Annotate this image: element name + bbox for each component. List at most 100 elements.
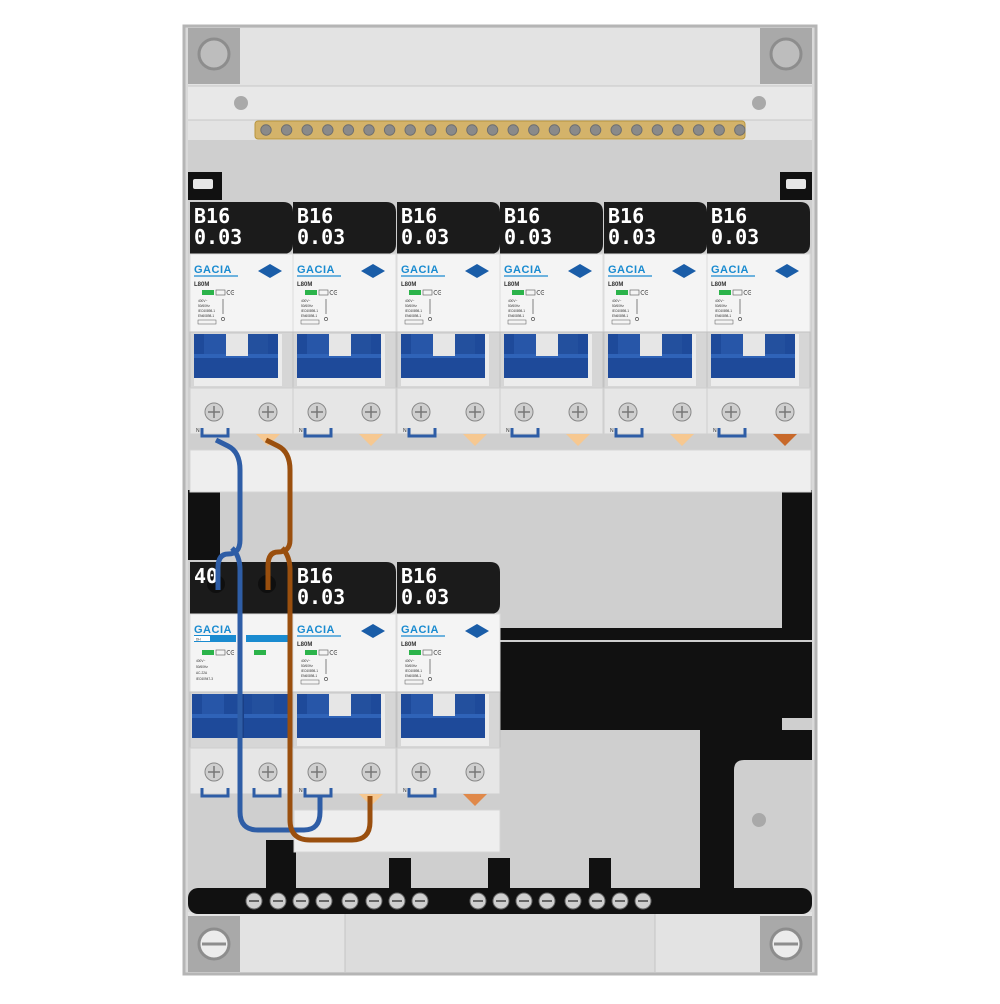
cert-icon (525, 289, 536, 296)
busbar-screw (569, 124, 581, 136)
brand-logo: GACIA (297, 624, 335, 636)
status-indicator (409, 290, 421, 295)
brand-diamond-icon (361, 624, 385, 638)
rcbo-module[interactable]: B160.03GACIAL80M400V~50/60HzIEC60898-1EN… (292, 562, 397, 806)
busbar-screw (301, 124, 313, 136)
busbar-screw (528, 124, 540, 136)
rcbo-module[interactable]: B160.03GACIAL80M400V~50/60HzIEC60898-1EN… (396, 562, 501, 806)
brand-logo: GACIA (504, 264, 542, 276)
rating-label: B16 (401, 204, 437, 228)
sensitivity-label: 0.03 (297, 585, 345, 609)
wires (214, 437, 373, 843)
spec-text: 400V~ (405, 299, 414, 303)
corner-screw-top-left (188, 28, 240, 84)
rcbo-module[interactable]: B160.03GACIAL80M400V~50/60HzIEC60898-1EN… (292, 202, 397, 446)
busbar-screw (713, 124, 725, 136)
spec-text: IEC60898-1 (405, 669, 422, 673)
spec-text: IEC60947-3 (196, 677, 213, 681)
spec-text: 50/60Hz (198, 304, 210, 308)
busbar-screw (486, 124, 499, 136)
busbar-screw (383, 124, 396, 136)
spec-text: IEC60898-1 (405, 309, 422, 313)
rcbo-module[interactable]: B160.03GACIAL80M400V~50/60HzIEC60898-1EN… (499, 202, 604, 446)
side-rail-right-lower (782, 490, 812, 640)
cable-cover-top (189, 449, 812, 493)
terminal-strip (188, 840, 812, 914)
label-plate (397, 562, 500, 614)
cert-icon (732, 289, 743, 296)
spec-text: EN60898-1 (301, 314, 317, 318)
brand-logo: GACIA (194, 624, 232, 636)
spec-text: 400V~ (508, 299, 517, 303)
brand-diamond-icon (361, 264, 385, 278)
label-plate (190, 202, 293, 254)
cert-icon (215, 289, 226, 296)
brand-logo: GACIA (401, 264, 439, 276)
brand-diamond-icon (465, 624, 489, 638)
neutral-mark: N (403, 788, 407, 794)
spec-text: EN60898-1 (715, 314, 731, 318)
cert-icon (318, 649, 329, 656)
busbar-screw (322, 124, 334, 136)
busbar-screw (342, 124, 355, 136)
busbar-screw (404, 124, 416, 136)
rcbo-module[interactable]: B160.03GACIAL80M400V~50/60HzIEC60898-1EN… (603, 202, 708, 446)
ce-mark-icon (226, 650, 235, 655)
brand-logo: GACIA (297, 264, 335, 276)
model-label: L80M (608, 282, 623, 288)
rcbo-module[interactable]: B160.03GACIAL80M400V~50/60HzIEC60898-1EN… (189, 202, 294, 446)
rating-label: B16 (297, 564, 333, 588)
rcbo-module[interactable]: B160.03GACIAL80M400V~50/60HzIEC60898-1EN… (706, 202, 811, 446)
sensitivity-label: 0.03 (711, 225, 759, 249)
phase-clamp (463, 434, 487, 446)
status-indicator (512, 290, 524, 295)
rcbo-module[interactable]: B160.03GACIAL80M400V~50/60HzIEC60898-1EN… (396, 202, 501, 446)
status-indicator (719, 290, 731, 295)
spec-text: 400V~ (198, 299, 207, 303)
spec-text: 50/60Hz (715, 304, 727, 308)
busbar-screw (692, 124, 705, 136)
status-indicator (409, 650, 421, 655)
busbar-screw (651, 124, 664, 136)
spec-text: EN60898-1 (508, 314, 524, 318)
spec-text: 50/60Hz (301, 304, 313, 308)
spec-text: 400V~ (405, 659, 414, 663)
spec-text: EN60898-1 (198, 314, 214, 318)
status-indicator (254, 650, 266, 655)
status-indicator (202, 650, 214, 655)
cert-icon (318, 289, 329, 296)
cert-icon (629, 289, 640, 296)
spec-text: 50/60Hz (612, 304, 624, 308)
sensitivity-label: 0.03 (297, 225, 345, 249)
brand-logo: GACIA (194, 264, 232, 276)
mounting-hole (752, 813, 766, 827)
mounting-hole (752, 96, 766, 110)
corner-screw-top-right (760, 28, 812, 84)
status-indicator (305, 650, 317, 655)
cable-cover-bottom (293, 809, 501, 853)
label-plate (293, 562, 396, 614)
sensitivity-label: 0.03 (608, 225, 656, 249)
spec-text: 400V~ (612, 299, 621, 303)
mounting-hole (234, 96, 248, 110)
spec-text: IEC60898-1 (301, 309, 318, 313)
spec-text: 400V~ (196, 659, 205, 663)
brand-diamond-icon (258, 264, 282, 278)
phase-clamp (463, 794, 487, 806)
neutral-mark: N (196, 428, 200, 434)
rating-label: B16 (711, 204, 747, 228)
phase-clamp (359, 434, 383, 446)
status-indicator (202, 290, 214, 295)
neutral-mark: N (713, 428, 717, 434)
corner-screw-bottom-left (188, 916, 240, 972)
spec-text: AC-22A (196, 671, 208, 675)
phase-clamp (670, 434, 694, 446)
busbar-screw (734, 124, 746, 136)
neutral-wire (214, 437, 243, 590)
busbar-screw (507, 124, 519, 136)
model-label: L80M (297, 282, 312, 288)
status-indicator (305, 290, 317, 295)
sensitivity-label: 0.03 (504, 225, 552, 249)
